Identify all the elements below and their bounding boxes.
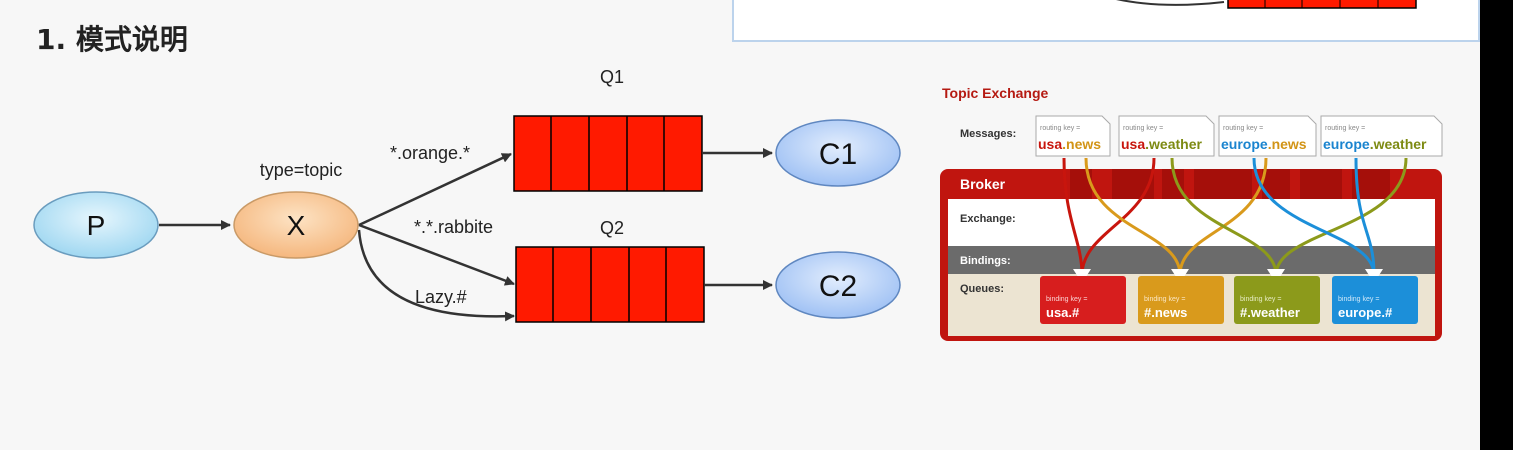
queue-box: binding key = #.news: [1138, 276, 1224, 324]
exchange-type-label: type=topic: [260, 160, 343, 180]
queue-q1-label: Q1: [600, 67, 624, 87]
svg-text:routing key =: routing key =: [1223, 125, 1263, 132]
top-panel-fragment: [1116, 0, 1417, 9]
top-panel: [732, 0, 1480, 42]
binding-label-rabbite: *.*.rabbite: [414, 217, 493, 237]
binding-arrow-q2-b: [357, 229, 515, 322]
message-card: routing key = usa.weather: [1118, 115, 1215, 157]
window-edge: [1480, 0, 1513, 450]
svg-text:usa.weather: usa.weather: [1121, 136, 1202, 152]
svg-text:europe.#: europe.#: [1338, 305, 1393, 320]
binding-label-lazy: Lazy.#: [415, 287, 467, 307]
message-card: routing key = usa.news: [1035, 115, 1111, 157]
exchange-slots: [1070, 169, 1390, 199]
svg-text:binding key =: binding key =: [1338, 296, 1379, 303]
message-card: routing key = europe.news: [1218, 115, 1317, 157]
svg-text:#.weather: #.weather: [1240, 305, 1300, 320]
page-heading: 1. 模式说明: [36, 23, 188, 56]
consumer-c2-node: [775, 251, 901, 319]
exchange-label: X: [287, 210, 306, 241]
queue-box: binding key = usa.#: [1040, 276, 1126, 324]
routing-curves: [1062, 157, 1408, 276]
svg-text:binding key =: binding key =: [1240, 296, 1281, 303]
message-card: routing key = europe.weather: [1320, 115, 1443, 157]
binding-label-orange: *.orange.*: [390, 143, 470, 163]
queue-q1: [513, 115, 703, 192]
figure-title: Topic Exchange: [942, 85, 1049, 101]
queue-box: binding key = #.weather: [1234, 276, 1320, 324]
bindings-row-label: Bindings:: [960, 255, 1011, 267]
queues-row-label: Queues:: [960, 283, 1004, 295]
svg-text:routing key =: routing key =: [1325, 125, 1365, 132]
producer-label: P: [87, 210, 106, 241]
exchange-row-label: Exchange:: [960, 213, 1016, 225]
binding-arrow-q1: [358, 152, 512, 227]
svg-text:usa.#: usa.#: [1046, 305, 1080, 320]
exchange-node: [233, 191, 359, 259]
svg-text:europe.weather: europe.weather: [1323, 136, 1427, 152]
consumer-c1-node: [775, 119, 901, 187]
svg-text:routing key =: routing key =: [1123, 125, 1163, 132]
topic-diagram: P X type=topic *.orange.* *.*.rabbite La…: [33, 67, 901, 323]
producer-node: [33, 191, 159, 259]
svg-text:binding key =: binding key =: [1046, 296, 1087, 303]
queue-q2-label: Q2: [600, 218, 624, 238]
queue-box: binding key = europe.#: [1332, 276, 1418, 324]
consumer-c2-label: C2: [819, 270, 857, 303]
binding-arrow-q2-a: [358, 223, 515, 286]
svg-text:routing key =: routing key =: [1040, 125, 1080, 132]
broker-label: Broker: [960, 176, 1006, 192]
topic-exchange-figure: Topic Exchange Messages: routing key = u…: [940, 85, 1443, 341]
messages-label: Messages:: [960, 128, 1016, 140]
svg-text:europe.news: europe.news: [1221, 136, 1307, 152]
svg-text:usa.news: usa.news: [1038, 136, 1101, 152]
consumer-c1-label: C1: [819, 138, 857, 171]
exchange-band: [948, 199, 1435, 246]
svg-text:binding key =: binding key =: [1144, 296, 1185, 303]
queue-q2: [515, 246, 705, 323]
svg-text:#.news: #.news: [1144, 305, 1187, 320]
